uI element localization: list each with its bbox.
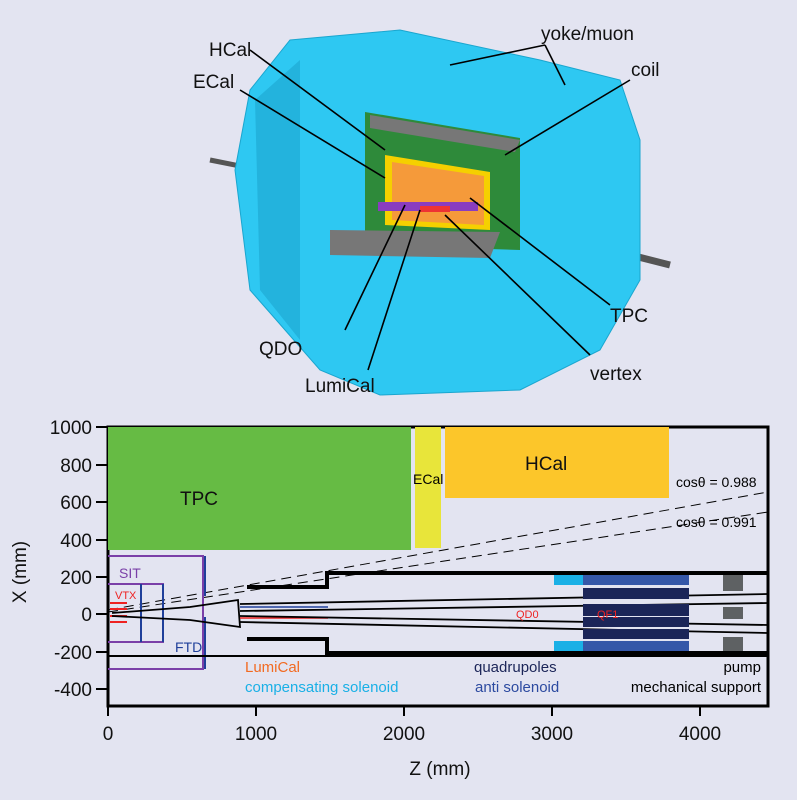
legend-anti-solenoid: anti solenoid	[475, 679, 559, 696]
tpc-label: TPC	[180, 489, 218, 510]
quadrupole-2	[583, 604, 689, 616]
y-tick: 600	[60, 493, 92, 514]
y-tick: -400	[54, 680, 92, 701]
legend-pump: pump	[723, 659, 761, 676]
y-tick: -200	[54, 643, 92, 664]
qf1-label: QF1	[597, 609, 618, 621]
hcal-label: HCal	[525, 454, 567, 475]
x-tick: 3000	[531, 724, 573, 745]
anti-solenoid-top	[583, 575, 689, 585]
ecal-label: ECal	[413, 471, 443, 487]
legend-compensating-solenoid: compensating solenoid	[245, 679, 398, 696]
legend-mechanical-support: mechanical support	[631, 679, 762, 696]
quadrupole-3	[583, 617, 689, 627]
tpc-region	[108, 427, 411, 550]
callout-arrows	[239, 44, 631, 371]
pump-bottom	[723, 637, 743, 651]
label-vertex: vertex	[590, 364, 642, 385]
x-axis-label: Z (mm)	[409, 759, 470, 780]
angle-label-0988: cosθ = 0.988	[676, 474, 757, 490]
qd0-label: QD0	[516, 609, 539, 621]
pump-top	[723, 575, 743, 591]
hcal-region	[445, 427, 669, 498]
label-lumical: LumiCal	[305, 376, 375, 397]
label-hcal: HCal	[209, 40, 251, 61]
anti-solenoid-bottom	[583, 641, 689, 651]
x-tick-labels: 0 1000 2000 3000 4000	[103, 724, 721, 745]
y-tick: 1000	[50, 418, 92, 439]
legend-quadrupoles: quadrupoles	[474, 659, 557, 676]
y-axis-label: X (mm)	[10, 541, 31, 603]
quadrupole-1	[583, 588, 689, 599]
label-ecal: ECal	[193, 72, 234, 93]
pump-mid	[723, 607, 743, 619]
ftd-disks	[140, 556, 206, 669]
sit-label: SIT	[119, 565, 141, 581]
y-tick: 200	[60, 568, 92, 589]
y-tick: 400	[60, 531, 92, 552]
vtx-label: VTX	[115, 590, 137, 602]
compensating-solenoid-bottom	[554, 641, 583, 651]
quadrupole-4	[583, 629, 689, 639]
x-tick: 4000	[679, 724, 721, 745]
y-tick-labels: 1000 800 600 400 200 0 -200 -400	[50, 418, 92, 701]
compensating-solenoid-top	[554, 575, 583, 585]
x-tick: 1000	[235, 724, 277, 745]
axis-ticks	[96, 426, 701, 716]
angle-label-0991: cosθ = 0.991	[676, 514, 757, 530]
support-tube-bottom	[247, 637, 768, 655]
label-yoke: yoke/muon	[541, 24, 634, 45]
detector-3d-view: HCal ECal yoke/muon coil TPC QDO LumiCal…	[193, 24, 671, 397]
label-coil: coil	[631, 60, 660, 81]
beam-pipe	[111, 598, 241, 629]
layout-plot: TPC ECal HCal cosθ = 0.988 cosθ = 0.991 …	[10, 418, 770, 780]
yoke-endcap	[255, 60, 300, 340]
y-tick: 0	[81, 605, 92, 626]
coil	[370, 115, 520, 152]
label-tpc: TPC	[610, 306, 648, 327]
legend-lumical: LumiCal	[245, 659, 300, 676]
vertex	[420, 206, 450, 212]
sit-outer	[108, 555, 204, 670]
ecal-region	[415, 427, 441, 548]
coil-lower	[330, 230, 500, 258]
y-tick: 800	[60, 456, 92, 477]
ftd-label: FTD	[175, 639, 202, 655]
x-tick: 2000	[383, 724, 425, 745]
support-tube-top	[247, 571, 768, 589]
label-qdo: QDO	[259, 339, 302, 360]
x-tick: 0	[103, 724, 114, 745]
